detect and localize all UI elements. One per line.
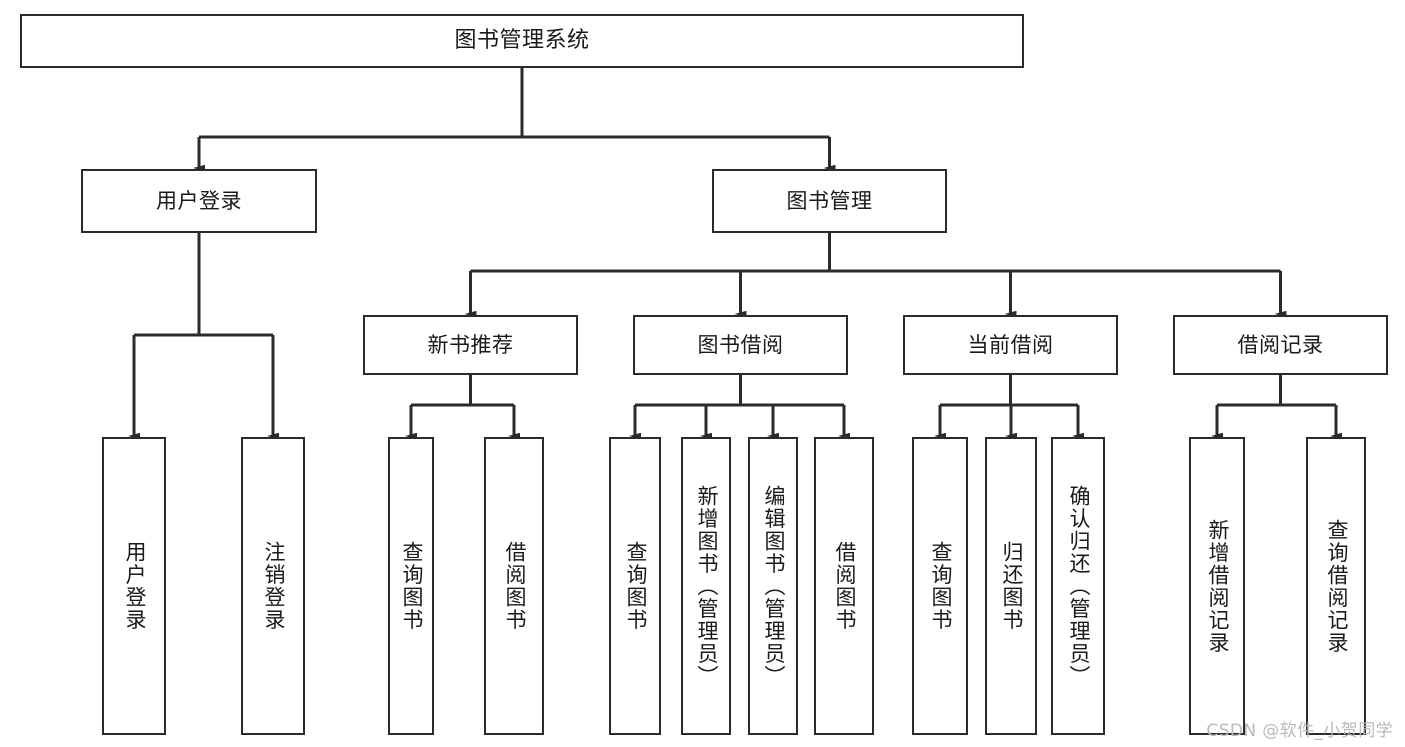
node-label: 借阅记录: [1237, 332, 1324, 357]
node-label: 图书管理系统: [454, 28, 590, 54]
node-new-book-recommendation[interactable]: 新书推荐: [363, 315, 578, 375]
node-leaf-query-borrow-record[interactable]: 查询借阅记录: [1306, 437, 1366, 735]
node-label: 归还图书: [999, 541, 1024, 631]
node-leaf-query-book-recommend[interactable]: 查询图书: [388, 437, 434, 735]
node-leaf-query-book-current[interactable]: 查询图书: [912, 437, 968, 735]
node-label: 新书推荐: [427, 332, 514, 357]
node-label: 用户登录: [156, 188, 242, 213]
csdn-watermark: CSDN @软件_小贺同学: [1206, 721, 1393, 741]
node-leaf-user-login[interactable]: 用户登录: [102, 437, 166, 735]
node-label: 查询借阅记录: [1324, 518, 1349, 654]
node-current-borrowing[interactable]: 当前借阅: [903, 315, 1118, 375]
node-borrowing-records[interactable]: 借阅记录: [1173, 315, 1388, 375]
node-label: 注销登录: [261, 541, 286, 631]
node-leaf-return-book[interactable]: 归还图书: [985, 437, 1037, 735]
node-label: 图书借阅: [697, 332, 784, 357]
node-label: 借阅图书: [502, 541, 527, 631]
node-leaf-borrow-book[interactable]: 借阅图书: [814, 437, 874, 735]
node-leaf-query-book-borrow[interactable]: 查询图书: [609, 437, 661, 735]
node-label: 新增图书（管理员）: [694, 484, 719, 688]
node-leaf-borrow-book-recommend[interactable]: 借阅图书: [484, 437, 544, 735]
node-label: 用户登录: [122, 541, 147, 631]
node-root-book-management-system[interactable]: 图书管理系统: [20, 14, 1024, 68]
node-label: 查询图书: [928, 541, 953, 631]
node-label: 图书管理: [786, 188, 873, 213]
node-label: 编辑图书（管理员）: [761, 484, 786, 688]
node-label: 新增借阅记录: [1205, 518, 1230, 654]
node-leaf-edit-book-admin[interactable]: 编辑图书（管理员）: [748, 437, 798, 735]
node-label: 查询图书: [623, 541, 648, 631]
node-book-management[interactable]: 图书管理: [712, 169, 947, 233]
node-label: 借阅图书: [832, 541, 857, 631]
node-leaf-add-borrow-record[interactable]: 新增借阅记录: [1189, 437, 1245, 735]
node-leaf-logout[interactable]: 注销登录: [241, 437, 305, 735]
node-user-login[interactable]: 用户登录: [81, 169, 317, 233]
node-leaf-confirm-return-admin[interactable]: 确认归还（管理员）: [1051, 437, 1105, 735]
node-label: 查询图书: [399, 541, 424, 631]
node-label: 确认归还（管理员）: [1066, 484, 1091, 688]
node-book-borrowing[interactable]: 图书借阅: [633, 315, 848, 375]
node-label: 当前借阅: [967, 332, 1054, 357]
node-leaf-add-book-admin[interactable]: 新增图书（管理员）: [681, 437, 731, 735]
